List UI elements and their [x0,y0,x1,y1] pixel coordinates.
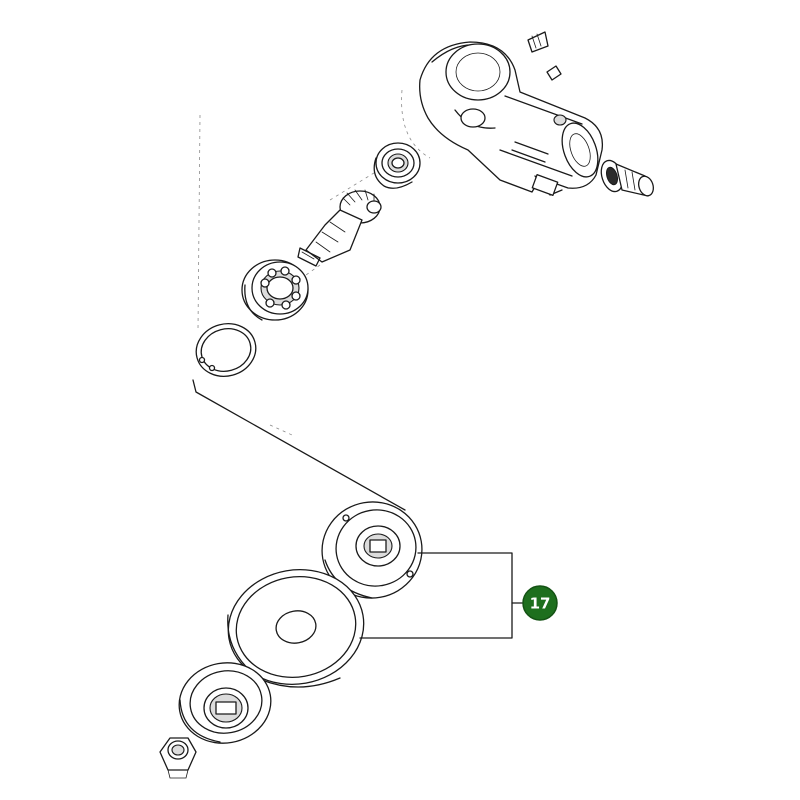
callout-bracket [359,552,523,639]
connector-line [192,379,406,511]
upper-flange [321,501,423,599]
callout-badge [522,585,558,621]
blade-washer [227,568,365,688]
housing-pin [546,65,562,81]
circlip [195,323,257,377]
small-ball-bearing [373,142,421,189]
callout-number: 17 [530,595,551,613]
gear-housing [419,41,604,196]
bevel-gear [297,189,382,267]
nut [159,737,197,779]
part-number-callout: 17 [522,585,558,621]
lower-flange [178,662,272,744]
large-ball-bearing [241,259,309,321]
housing-screw [527,31,549,53]
assembly-centerlines [197,89,431,436]
input-shaft [600,159,654,197]
